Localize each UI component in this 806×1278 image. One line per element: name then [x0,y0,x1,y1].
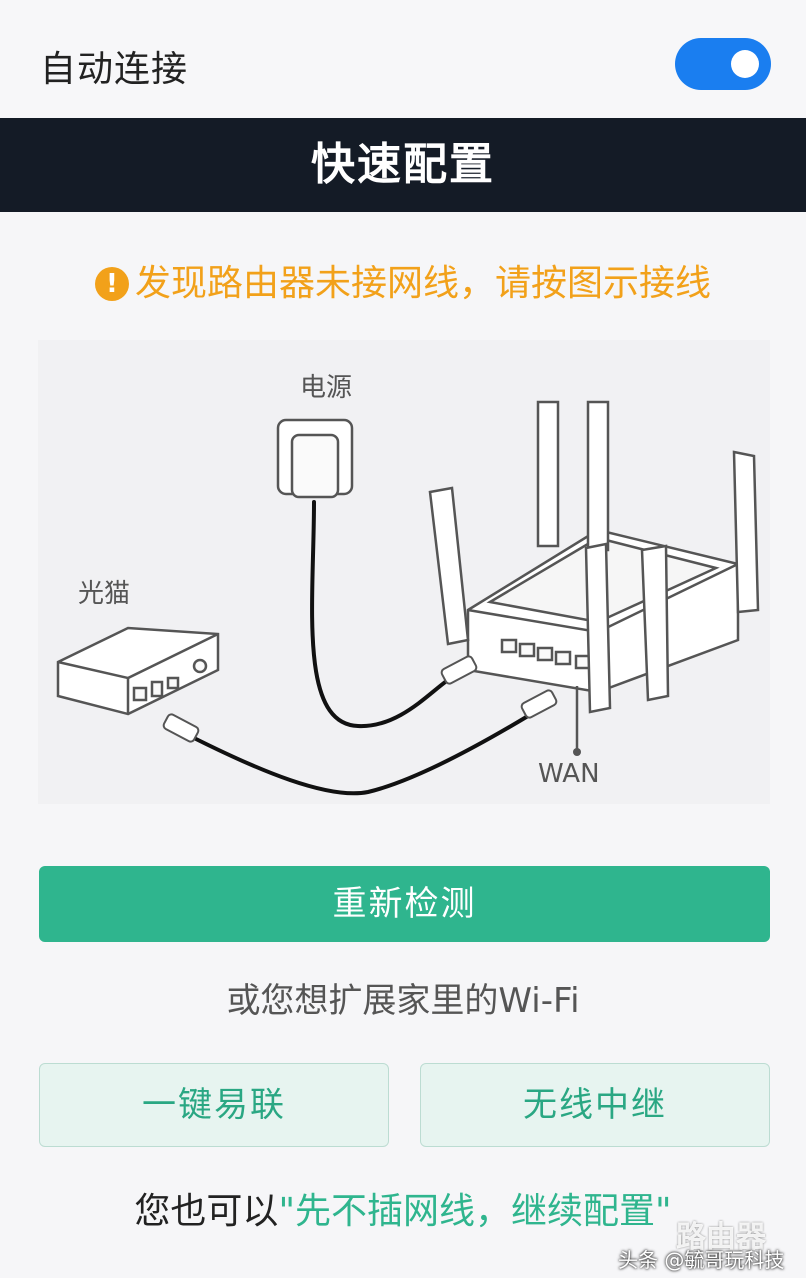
footer-hint: 您也可以"先不插网线，继续配置" [0,1186,806,1238]
power-label: 电源 [300,373,352,403]
router-antennas [428,400,760,714]
cable-plugs [162,655,558,743]
modem-icon [56,626,220,716]
cables [192,500,530,796]
one-key-connect-button[interactable]: 一键易联 [39,1063,389,1147]
footer-prefix: 您也可以 [134,1191,279,1232]
auto-connect-row: 自动连接 [0,0,806,118]
toggle-knob [731,50,759,78]
auto-connect-label: 自动连接 [40,49,189,90]
watermark-logo: 路由器 [676,1220,766,1255]
warning-message: !发现路由器未接网线，请按图示接线 [0,258,806,310]
wiring-diagram: 电源 光猫 [38,340,770,804]
warning-text: 发现路由器未接网线，请按图示接线 [134,263,711,304]
wan-label: WAN [538,759,600,789]
page-title: 快速配置 [0,118,806,212]
extend-wifi-prompt: 或您想扩展家里的Wi-Fi [226,981,580,1021]
wireless-repeater-button[interactable]: 无线中继 [420,1063,770,1147]
auto-connect-toggle[interactable] [675,38,771,90]
watermark-text: 头条 @毓哥玩科技 [618,1248,785,1272]
redetect-button[interactable]: 重新检测 [39,866,770,942]
wan-pointer-dot [573,748,581,756]
continue-config-link[interactable]: "先不插网线，继续配置" [278,1191,672,1232]
exclamation-icon: ! [94,267,129,301]
modem-label: 光猫 [78,579,130,609]
power-adapter-icon [276,418,354,499]
